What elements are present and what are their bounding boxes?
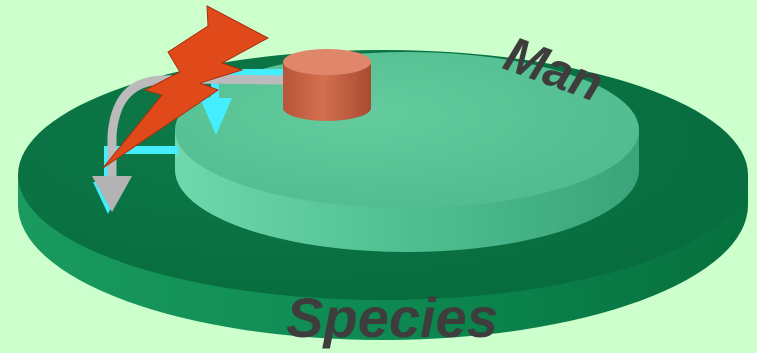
outer-disc-label: Species	[286, 286, 498, 349]
cylinder-top	[283, 49, 371, 75]
cylinder	[283, 49, 371, 121]
